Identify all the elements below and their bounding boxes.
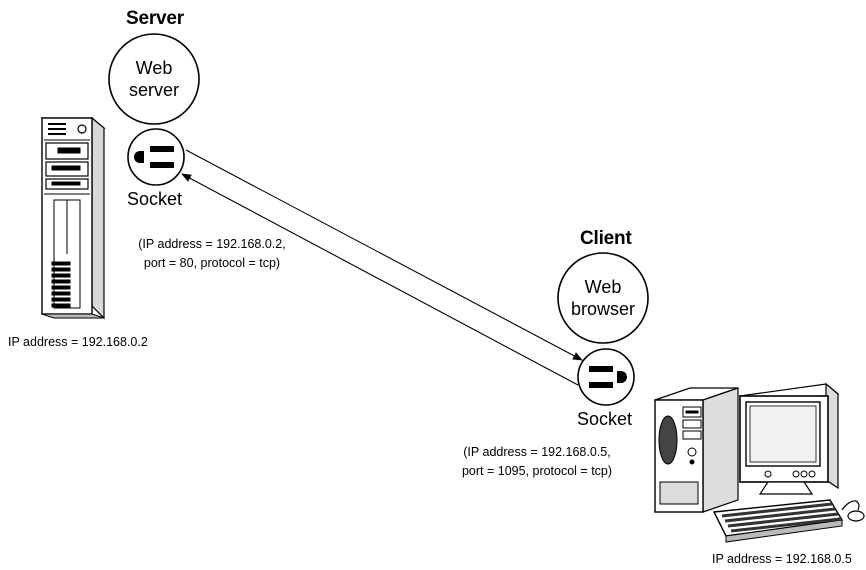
connection-arrows bbox=[181, 149, 583, 386]
server-socket-info-line2: port = 80, protocol = tcp) bbox=[143, 256, 281, 270]
client-socket-label: Socket bbox=[577, 409, 633, 429]
web-server-circle bbox=[108, 33, 200, 125]
server-socket-icon bbox=[127, 128, 185, 186]
client-socket-info: (IP address = 192.168.0.5, port = 1095, … bbox=[448, 443, 626, 481]
server-to-client-arrow bbox=[185, 149, 583, 361]
web-server-label: Web server bbox=[109, 57, 199, 101]
client-title: Client bbox=[580, 228, 632, 249]
web-browser-circle bbox=[557, 252, 649, 344]
client-machine-ip: IP address = 192.168.0.5 bbox=[712, 552, 852, 566]
web-browser-label: Web browser bbox=[558, 276, 648, 320]
web-server-label-line2: server bbox=[128, 80, 179, 100]
server-tower-icon bbox=[40, 116, 106, 320]
server-machine-ip: IP address = 192.168.0.2 bbox=[8, 335, 148, 349]
client-socket-info-line1: (IP address = 192.168.0.5, bbox=[463, 445, 611, 459]
server-socket-label: Socket bbox=[127, 189, 183, 209]
desktop-computer-icon bbox=[654, 382, 865, 543]
server-title: Server bbox=[126, 8, 184, 29]
server-socket-info-line1: (IP address = 192.168.0.2, bbox=[138, 237, 286, 251]
client-socket-info-line2: port = 1095, protocol = tcp) bbox=[461, 464, 613, 478]
web-browser-label-line2: browser bbox=[570, 299, 636, 319]
client-socket-icon bbox=[577, 348, 635, 406]
client-to-server-arrow bbox=[181, 173, 579, 386]
server-socket-info: (IP address = 192.168.0.2, port = 80, pr… bbox=[128, 235, 296, 273]
web-server-label-line1: Web bbox=[135, 58, 173, 78]
web-browser-label-line1: Web bbox=[584, 277, 622, 297]
